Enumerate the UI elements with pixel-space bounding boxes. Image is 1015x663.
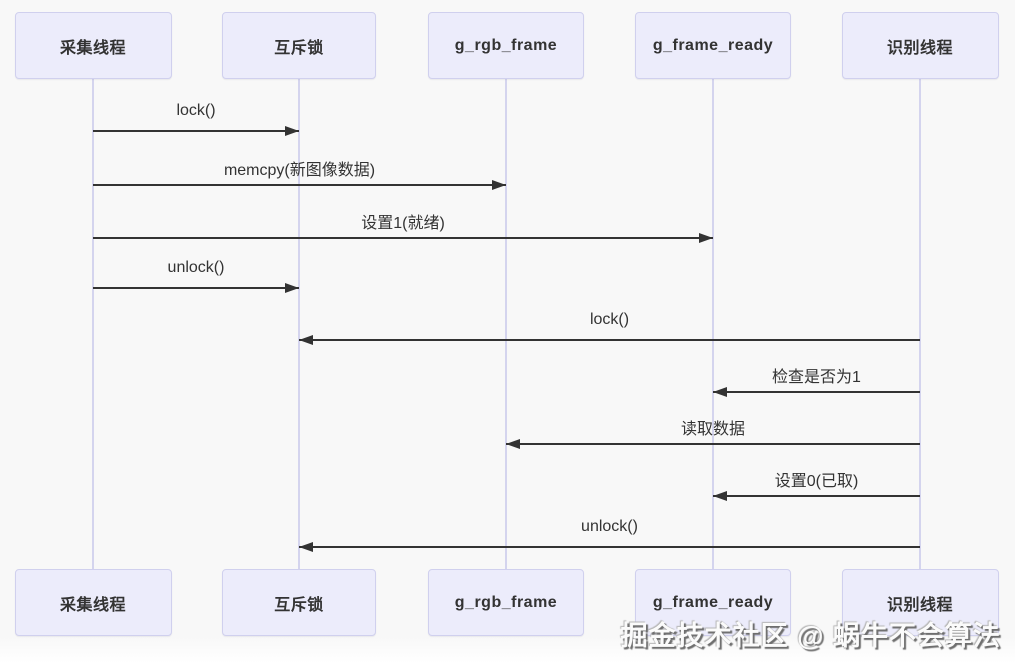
arrowhead-left-icon xyxy=(506,439,520,449)
participant-top-g-rgb-frame: g_rgb_frame xyxy=(428,12,584,79)
participant-bottom-mutex: 互斥锁 xyxy=(222,569,376,636)
participant-label: g_frame_ready xyxy=(652,36,774,54)
participant-label: 识别线程 xyxy=(886,596,953,614)
participant-label: 识别线程 xyxy=(886,39,953,57)
message-label-1: memcpy(新图像数据) xyxy=(223,162,376,179)
arrowhead-left-icon xyxy=(299,335,313,345)
message-label-2: 设置1(就绪) xyxy=(361,215,445,232)
arrowhead-left-icon xyxy=(299,542,313,552)
message-line-6 xyxy=(506,443,920,445)
message-line-0 xyxy=(93,130,299,132)
arrowhead-right-icon xyxy=(492,180,506,190)
participant-label: 互斥锁 xyxy=(274,596,324,614)
participant-label: 互斥锁 xyxy=(274,39,324,57)
arrowhead-left-icon xyxy=(713,491,727,501)
message-label-8: unlock() xyxy=(581,518,638,535)
participant-bottom-g-frame-ready: g_frame_ready xyxy=(635,569,791,636)
message-line-1 xyxy=(93,184,506,186)
message-line-5 xyxy=(713,391,920,393)
message-line-7 xyxy=(713,495,920,497)
lifeline-g-frame-ready xyxy=(712,79,714,569)
participant-bottom-g-rgb-frame: g_rgb_frame xyxy=(428,569,584,636)
participant-bottom-collector: 采集线程 xyxy=(14,569,172,636)
arrowhead-right-icon xyxy=(699,233,713,243)
arrowhead-right-icon xyxy=(285,126,299,136)
lifeline-mutex xyxy=(298,79,300,569)
arrowhead-right-icon xyxy=(285,283,299,293)
participant-label: g_rgb_frame xyxy=(454,593,558,611)
message-line-4 xyxy=(299,339,920,341)
arrowhead-left-icon xyxy=(713,387,727,397)
lifeline-recognizer xyxy=(919,79,921,569)
message-line-3 xyxy=(93,287,299,289)
message-label-0: lock() xyxy=(176,102,216,119)
participant-label: g_rgb_frame xyxy=(454,36,558,54)
watermark-text: 掘金技术社区 @ 蜗牛不会算法 xyxy=(620,621,1001,651)
message-label-4: lock() xyxy=(589,311,630,328)
participant-top-recognizer: 识别线程 xyxy=(841,12,999,79)
participant-top-g-frame-ready: g_frame_ready xyxy=(635,12,791,79)
participant-label: 采集线程 xyxy=(59,39,126,57)
lifeline-g-rgb-frame xyxy=(505,79,507,569)
participant-label: 采集线程 xyxy=(59,596,126,614)
lifeline-collector xyxy=(92,79,94,569)
message-label-6: 读取数据 xyxy=(680,421,746,438)
message-label-3: unlock() xyxy=(167,259,225,276)
message-label-7: 设置0(已取) xyxy=(774,473,859,490)
participant-bottom-recognizer: 识别线程 xyxy=(841,569,999,636)
participant-top-mutex: 互斥锁 xyxy=(222,12,376,79)
message-line-8 xyxy=(299,546,920,548)
message-line-2 xyxy=(93,237,713,239)
participant-label: g_frame_ready xyxy=(652,593,774,611)
participant-top-collector: 采集线程 xyxy=(14,12,172,79)
message-label-5: 检查是否为1 xyxy=(772,369,861,386)
